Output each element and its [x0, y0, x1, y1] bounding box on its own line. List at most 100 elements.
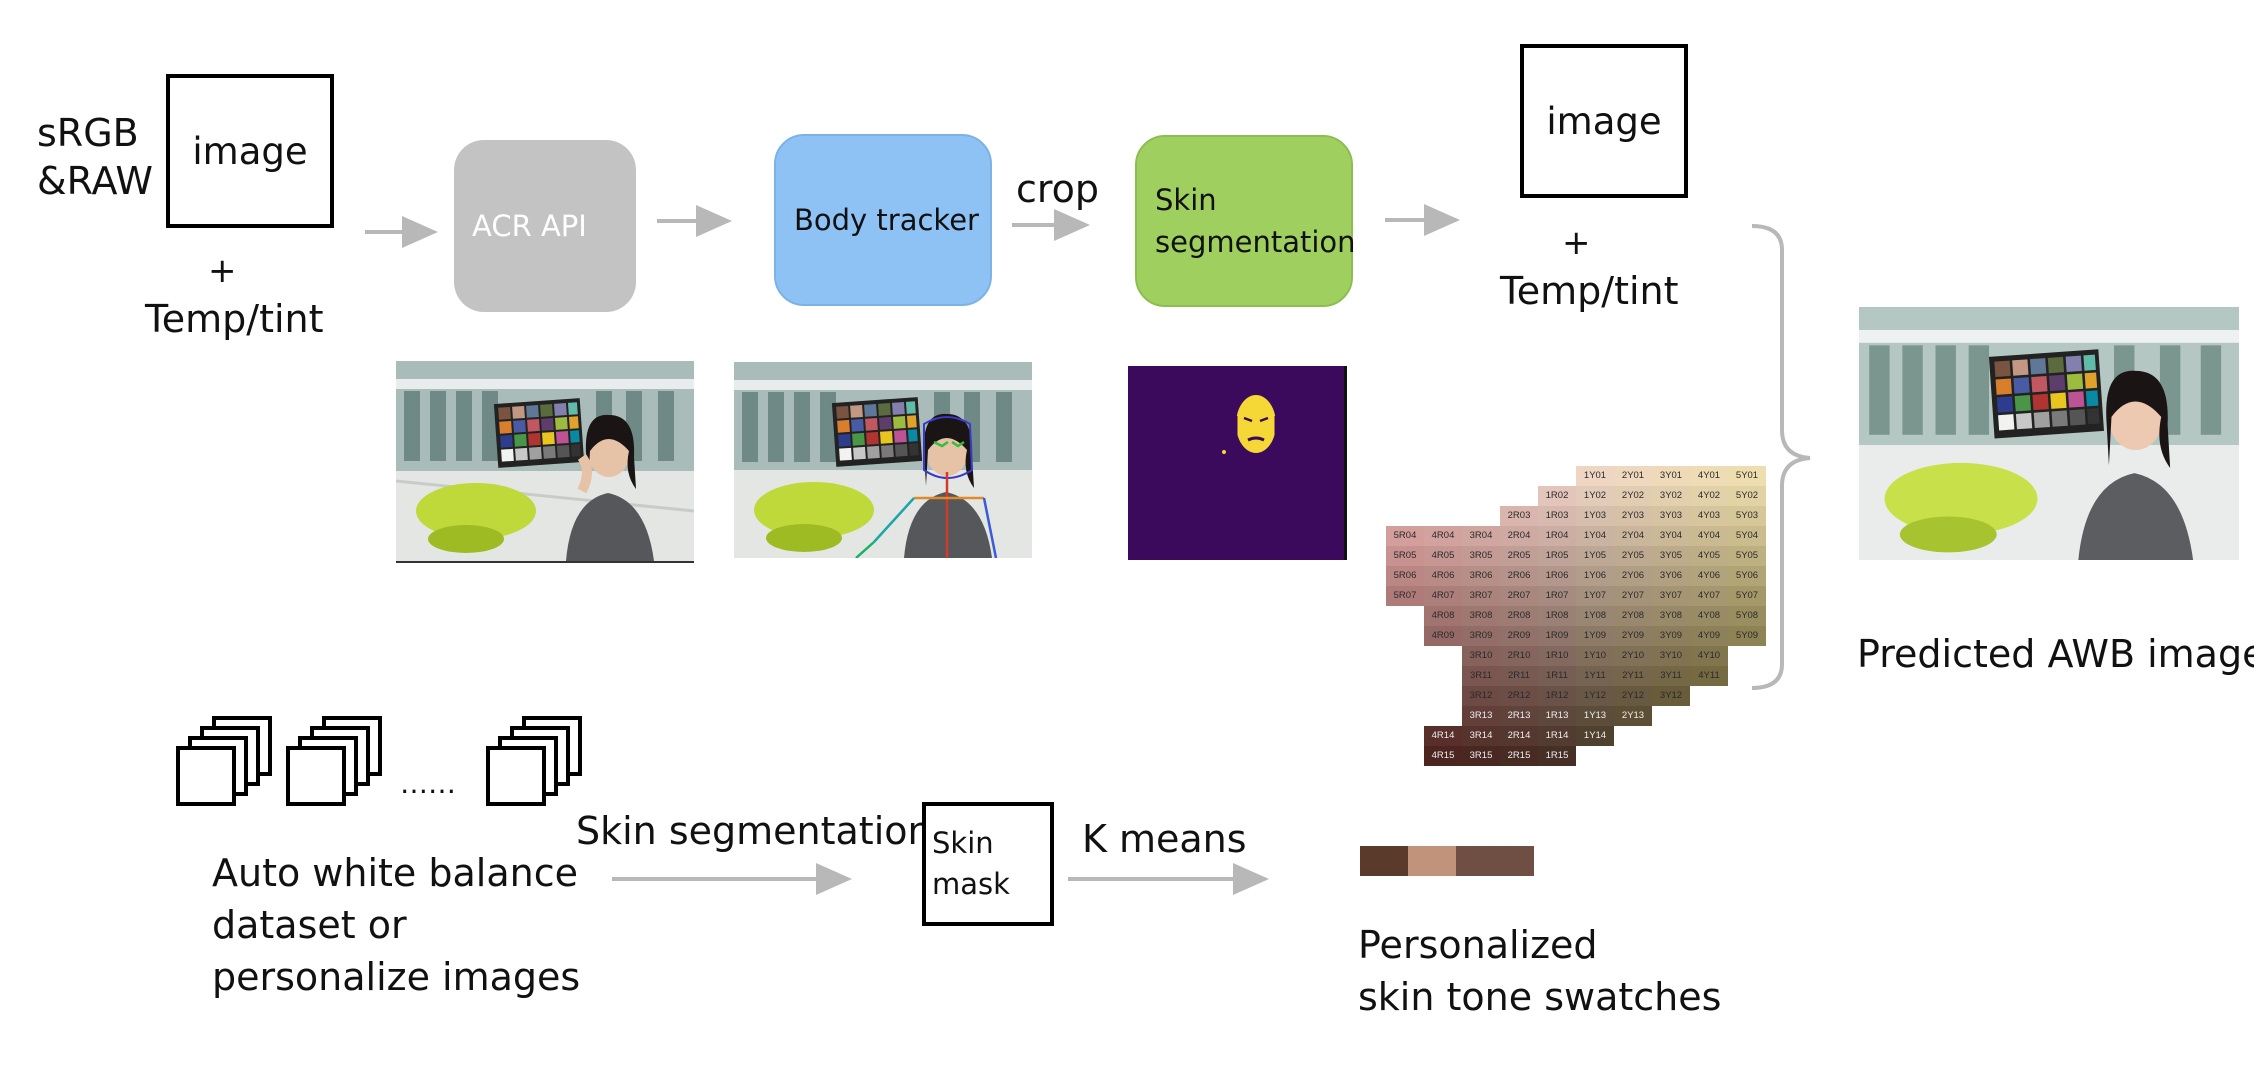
input-plus: + [208, 251, 237, 291]
skin-tone-cell: 5Y08 [1728, 606, 1766, 626]
output-image-label: image [1546, 99, 1662, 143]
k-means-label: K means [1082, 817, 1247, 861]
skin-tone-cell: 1R15 [1538, 746, 1576, 766]
skin-tone-cell: 1Y13 [1576, 706, 1614, 726]
skin-tone-cell: 1Y10 [1576, 646, 1614, 666]
photo-body-tracker-output [734, 362, 1032, 558]
skin-tone-cell: 5Y01 [1728, 466, 1766, 486]
skin-mask-box: Skin mask [922, 802, 1054, 926]
swatch-light [1408, 846, 1456, 876]
skin-tone-cell: 1Y01 [1576, 466, 1614, 486]
skin-tone-cell: 1R05 [1538, 546, 1576, 566]
skin-tone-cell: 3Y10 [1652, 646, 1690, 666]
skin-tone-cell: 1Y12 [1576, 686, 1614, 706]
skin-tone-cell: 1Y03 [1576, 506, 1614, 526]
skin-tone-cell: 1Y06 [1576, 566, 1614, 586]
skin-tone-cell: 4R04 [1424, 526, 1462, 546]
skin-tone-cell: 5Y03 [1728, 506, 1766, 526]
skin-tone-cell: 3R06 [1462, 566, 1500, 586]
skin-tone-cell: 2Y08 [1614, 606, 1652, 626]
skin-tone-cell: 5R07 [1386, 586, 1424, 606]
input-image-label: image [192, 129, 308, 173]
skin-tone-cell: 2Y06 [1614, 566, 1652, 586]
skin-tone-cell: 4Y01 [1690, 466, 1728, 486]
cropped-title-fragment [410, 0, 640, 4]
dataset-label-line1: Auto white balance [212, 851, 578, 895]
skin-tone-cell: 4R09 [1424, 626, 1462, 646]
skin-tone-cell: 2Y13 [1614, 706, 1652, 726]
acr-api-box: ACR API [454, 140, 636, 312]
skin-tone-cell: 2R03 [1500, 506, 1538, 526]
skin-tone-cell: 1R13 [1538, 706, 1576, 726]
skin-tone-cell: 3R14 [1462, 726, 1500, 746]
input-format-label-line1: sRGB [37, 111, 139, 155]
swatch-dark [1360, 846, 1408, 876]
skin-tone-cell: 1Y14 [1576, 726, 1614, 746]
skin-tone-cell: 1R12 [1538, 686, 1576, 706]
skin-seg-label-line2: segmentation [1155, 225, 1356, 259]
skin-tone-cell: 3Y05 [1652, 546, 1690, 566]
skin-tone-cell: 3R08 [1462, 606, 1500, 626]
stack2-frame-front [286, 746, 346, 806]
skin-tone-cell: 2R09 [1500, 626, 1538, 646]
skin-tone-cell: 1R07 [1538, 586, 1576, 606]
skin-tone-cell: 3R11 [1462, 666, 1500, 686]
skin-tone-cell: 2R10 [1500, 646, 1538, 666]
skin-tone-cell: 3Y11 [1652, 666, 1690, 686]
skin-mask-preview [1128, 366, 1347, 560]
skin-tone-cell: 2R06 [1500, 566, 1538, 586]
skin-tone-cell: 4Y05 [1690, 546, 1728, 566]
skin-tone-cell: 5Y04 [1728, 526, 1766, 546]
skin-tone-cell: 2Y05 [1614, 546, 1652, 566]
skin-tone-cell: 5R06 [1386, 566, 1424, 586]
skin-tone-cell: 2Y10 [1614, 646, 1652, 666]
skin-tone-cell: 3R04 [1462, 526, 1500, 546]
skin-tone-swatches [1360, 846, 1534, 876]
skin-tone-cell: 1R06 [1538, 566, 1576, 586]
skin-tone-cell: 1R02 [1538, 486, 1576, 506]
skin-tone-cell: 1Y05 [1576, 546, 1614, 566]
skin-tone-cell: 2Y12 [1614, 686, 1652, 706]
stack-ellipsis: …… [400, 767, 456, 800]
output-temp-tint: Temp/tint [1500, 269, 1679, 313]
stack3-frame-front [486, 746, 546, 806]
skin-tone-cell: 5R05 [1386, 546, 1424, 566]
predicted-awb-photo [1859, 307, 2239, 560]
skin-tone-cell: 3Y02 [1652, 486, 1690, 506]
skin-tone-cell: 1Y08 [1576, 606, 1614, 626]
skin-tone-cell: 2R13 [1500, 706, 1538, 726]
skin-tone-cell: 4R08 [1424, 606, 1462, 626]
skin-tone-cell: 1Y09 [1576, 626, 1614, 646]
skin-tone-cell: 3Y01 [1652, 466, 1690, 486]
skin-tone-cell: 4R06 [1424, 566, 1462, 586]
skin-tone-cell: 4Y02 [1690, 486, 1728, 506]
skin-tone-cell: 4Y11 [1690, 666, 1728, 686]
skin-tone-cell: 3R15 [1462, 746, 1500, 766]
stack1-frame-front [176, 746, 236, 806]
skin-tone-cell: 1R10 [1538, 646, 1576, 666]
skin-tone-cell: 5Y07 [1728, 586, 1766, 606]
skin-tone-cell: 4Y10 [1690, 646, 1728, 666]
skin-segmentation-box: Skin segmentation [1135, 135, 1356, 307]
skin-tone-cell: 3Y09 [1652, 626, 1690, 646]
skin-tone-cell: 4R14 [1424, 726, 1462, 746]
skin-tone-cell: 5Y09 [1728, 626, 1766, 646]
photo-acr-output [396, 361, 694, 563]
swatch-label-line1: Personalized [1358, 923, 1598, 967]
skin-tone-cell: 1R03 [1538, 506, 1576, 526]
skin-tone-cell: 1Y07 [1576, 586, 1614, 606]
skin-tone-cell: 2R08 [1500, 606, 1538, 626]
skin-tone-cell: 3Y06 [1652, 566, 1690, 586]
input-temp-tint: Temp/tint [145, 297, 324, 341]
skin-tone-cell: 1R14 [1538, 726, 1576, 746]
skin-tone-cell: 5Y06 [1728, 566, 1766, 586]
output-image-box: image [1520, 44, 1688, 198]
skin-tone-cell: 2Y04 [1614, 526, 1652, 546]
skin-tone-cell: 3R05 [1462, 546, 1500, 566]
body-tracker-box: Body tracker [774, 134, 992, 306]
skin-tone-cell: 2Y07 [1614, 586, 1652, 606]
skin-tone-cell: 4Y04 [1690, 526, 1728, 546]
skin-tone-cell: 5R04 [1386, 526, 1424, 546]
skin-tone-cell: 5Y02 [1728, 486, 1766, 506]
skin-tone-cell: 3Y04 [1652, 526, 1690, 546]
